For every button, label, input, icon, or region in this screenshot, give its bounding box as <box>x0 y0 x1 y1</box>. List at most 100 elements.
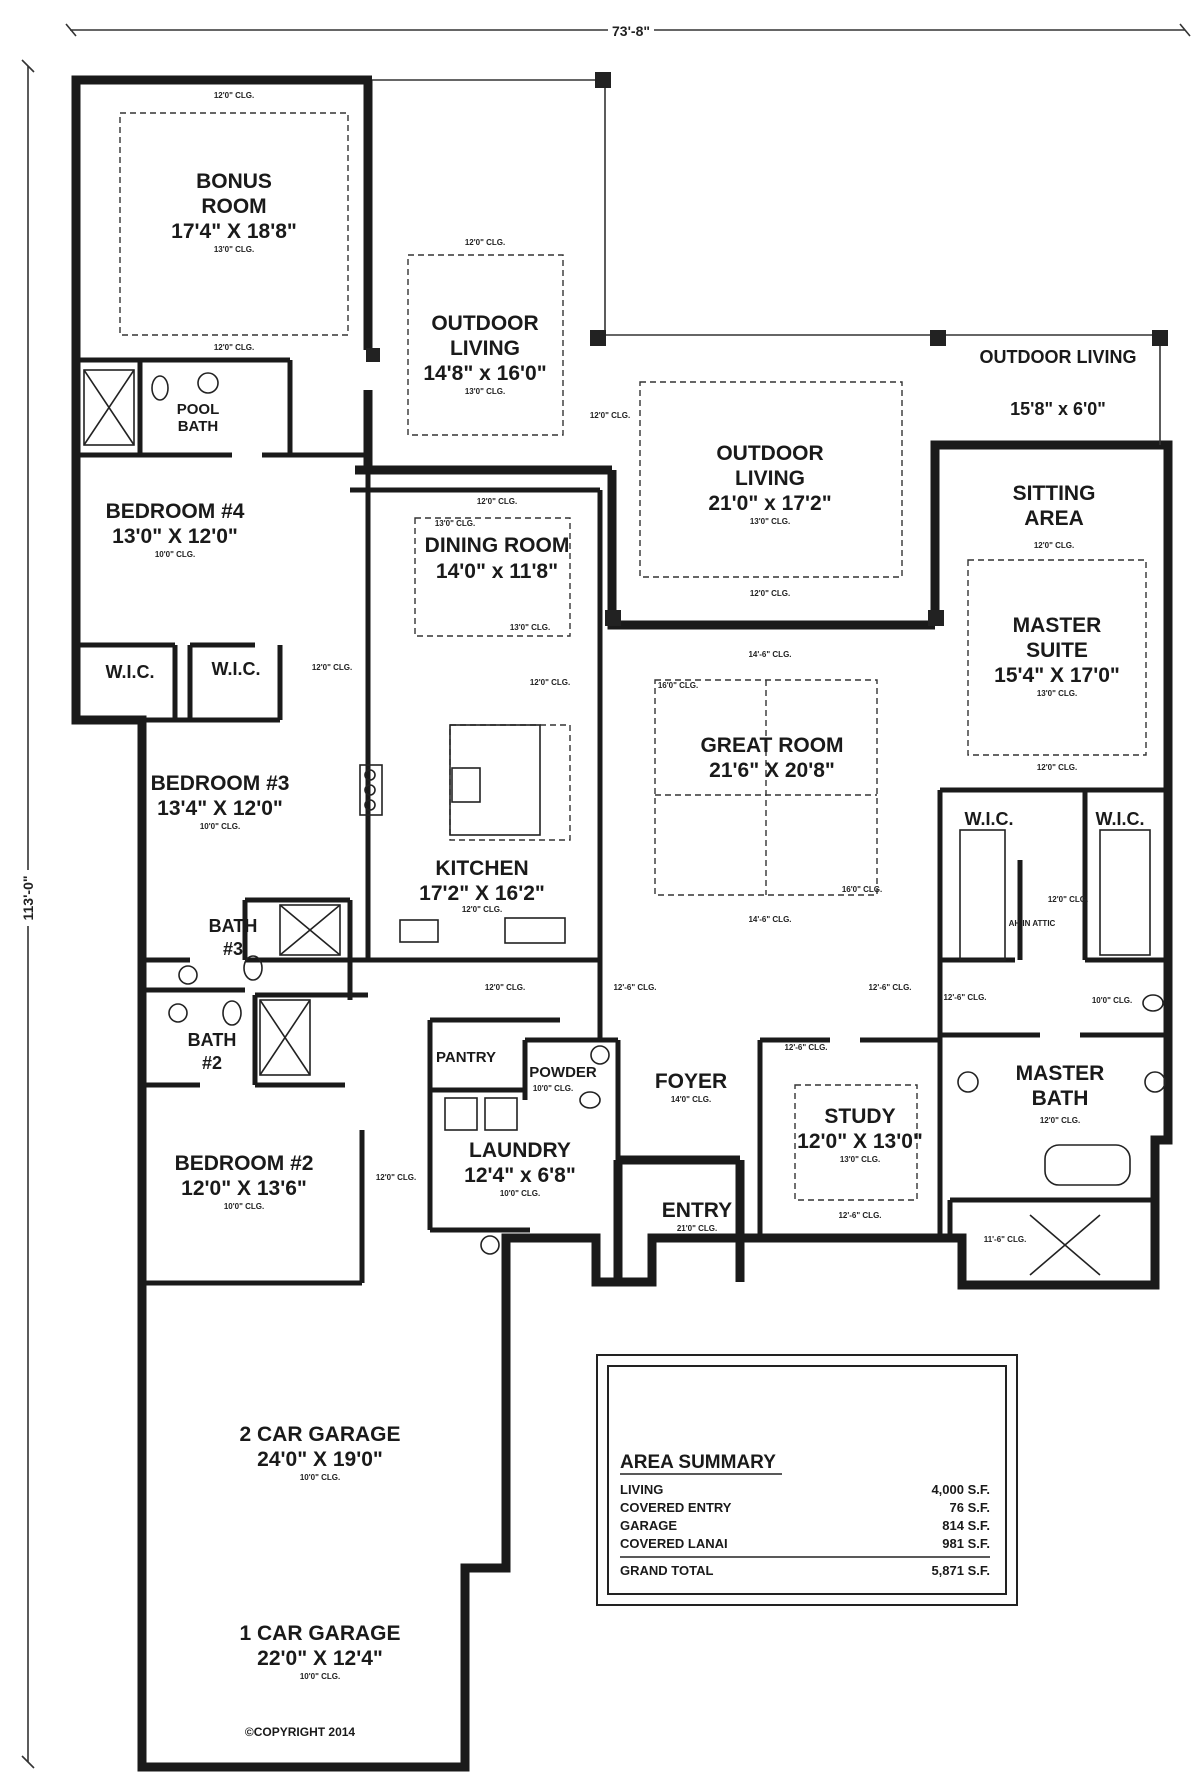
kitchen-top-clg: 12'0" CLG. <box>530 678 570 687</box>
dimension-lines: 73'-8" 113'-0" <box>16 20 1191 1769</box>
outdoor-living-2-label-2: LIVING <box>735 467 805 490</box>
hall-clg: 12'0" CLG. <box>312 663 352 672</box>
bath-3-label-2: #3 <box>223 939 243 959</box>
master-suite-label-2: SUITE <box>1026 639 1088 662</box>
garage-1-size: 22'0" X 12'4" <box>257 1647 383 1670</box>
foyer-label: FOYER <box>655 1070 727 1093</box>
study-label: STUDY <box>824 1105 895 1128</box>
ah-in-attic-label: AH IN ATTIC <box>1009 919 1056 928</box>
bedroom-3-size: 13'4" X 12'0" <box>157 797 283 820</box>
bedroom-3-clg: 10'0" CLG. <box>200 822 240 831</box>
garage-1-clg: 10'0" CLG. <box>300 1672 340 1681</box>
master-suite-size: 15'4" X 17'0" <box>994 664 1120 687</box>
pool-bath-label-2: BATH <box>178 418 219 435</box>
wic-bed4-label: W.I.C. <box>106 662 155 682</box>
laundry-label: LAUNDRY <box>469 1139 571 1162</box>
master-bath-clg: 12'0" CLG. <box>1040 1116 1080 1125</box>
copyright-label: ©COPYRIGHT 2014 <box>245 1725 356 1739</box>
study-entry-clg: 12'-6" CLG. <box>784 1043 827 1052</box>
master-wc-clg: 10'0" CLG. <box>1092 996 1132 1005</box>
entry-clg: 21'0" CLG. <box>677 1224 717 1233</box>
master-suite-label: MASTER <box>1013 614 1102 637</box>
outdoor-living-outline <box>366 72 1168 626</box>
garage-2-size: 24'0" X 19'0" <box>257 1448 383 1471</box>
dining-top-clg: 12'0" CLG. <box>477 497 517 506</box>
bedroom-4-size: 13'0" X 12'0" <box>112 525 238 548</box>
sitting-area-label-2: AREA <box>1024 507 1084 530</box>
pantry-label: PANTRY <box>436 1049 496 1066</box>
bedroom-4-clg: 10'0" CLG. <box>155 550 195 559</box>
bonus-top-clg: 12'0" CLG. <box>214 91 254 100</box>
back-hall-clg: 12'0" CLG. <box>485 983 525 992</box>
study-size: 12'0" X 13'0" <box>797 1130 923 1153</box>
outdoor-living-2-bottom-clg: 12'0" CLG. <box>750 589 790 598</box>
study-clg: 13'0" CLG. <box>840 1155 880 1164</box>
area-row-label: COVERED LANAI <box>620 1536 728 1551</box>
gallery-right-clg: 12'-6" CLG. <box>868 983 911 992</box>
outdoor-living-1-top-clg: 12'0" CLG. <box>465 238 505 247</box>
master-bath-label: MASTER <box>1016 1062 1105 1085</box>
area-row-value: 76 S.F. <box>950 1500 990 1515</box>
laundry-size: 12'4" x 6'8" <box>464 1164 576 1187</box>
garage-2-label: 2 CAR GARAGE <box>239 1423 400 1446</box>
foyer-clg: 14'0" CLG. <box>671 1095 711 1104</box>
wic-master-left-label: W.I.C. <box>965 809 1014 829</box>
bath-2-label-2: #2 <box>202 1053 222 1073</box>
bonus-room-size: 17'4" X 18'8" <box>171 220 297 243</box>
study-bottom-clg: 12'-6" CLG. <box>838 1211 881 1220</box>
bath-3-label: BATH <box>209 916 258 936</box>
sitting-area-label: SITTING <box>1013 482 1096 505</box>
bath-2-label: BATH <box>188 1030 237 1050</box>
outdoor-living-2-label: OUTDOOR <box>716 442 823 465</box>
great-room-label: GREAT ROOM <box>700 734 843 757</box>
area-summary-title: AREA SUMMARY <box>620 1452 776 1473</box>
kitchen-clg: 12'0" CLG. <box>462 905 502 914</box>
fixtures <box>83 369 1166 1276</box>
outdoor-living-3-label: OUTDOOR LIVING <box>980 347 1137 367</box>
overall-depth-dimension: 113'-0" <box>20 875 36 920</box>
kitchen-size: 17'2" X 16'2" <box>419 882 545 905</box>
area-row-value: 4,000 S.F. <box>931 1482 990 1497</box>
outdoor-living-1-label-2: LIVING <box>450 337 520 360</box>
dining-room-clg: 13'0" CLG. <box>435 519 475 528</box>
dining-bottom-clg: 13'0" CLG. <box>510 623 550 632</box>
garage-1-label: 1 CAR GARAGE <box>239 1622 400 1645</box>
kitchen-label: KITCHEN <box>435 857 528 880</box>
area-total-value: 5,871 S.F. <box>931 1563 990 1578</box>
area-total-label: GRAND TOTAL <box>620 1563 713 1578</box>
dining-room-size: 14'0" x 11'8" <box>436 560 558 583</box>
outdoor-living-2-size: 21'0" x 17'2" <box>708 492 831 515</box>
master-suite-bottom-clg: 12'0" CLG. <box>1037 763 1077 772</box>
master-hall-clg: 12'0" CLG. <box>1048 895 1088 904</box>
bedroom-4-label: BEDROOM #4 <box>106 500 245 523</box>
great-room-clg: 16'0" CLG. <box>842 885 882 894</box>
sitting-area-clg: 12'0" CLG. <box>1034 541 1074 550</box>
garage-2-clg: 10'0" CLG. <box>300 1473 340 1482</box>
wic-master-right-label: W.I.C. <box>1096 809 1145 829</box>
dining-room-label: DINING ROOM <box>425 534 570 557</box>
area-row-label: LIVING <box>620 1482 663 1497</box>
garage-hall-clg: 12'0" CLG. <box>376 1173 416 1182</box>
exterior-walls <box>71 75 1173 1772</box>
great-room-tray-clg: 16'0" CLG. <box>658 681 698 690</box>
gallery-left-clg: 12'-6" CLG. <box>613 983 656 992</box>
outdoor-living-1-size: 14'8" x 16'0" <box>423 362 546 385</box>
bonus-room-label: BONUS <box>196 170 272 193</box>
bonus-room-clg: 13'0" CLG. <box>214 245 254 254</box>
powder-clg: 10'0" CLG. <box>533 1084 573 1093</box>
pool-bath-label: POOL <box>177 401 220 418</box>
outdoor-living-2-clg: 13'0" CLG. <box>750 517 790 526</box>
bedroom-3-label: BEDROOM #3 <box>151 772 290 795</box>
area-row-value: 814 S.F. <box>942 1518 990 1533</box>
wic-bed3-label: W.I.C. <box>212 659 261 679</box>
bonus-room-label-2: ROOM <box>201 195 266 218</box>
bedroom-2-label: BEDROOM #2 <box>175 1152 314 1175</box>
ceiling-trays <box>119 112 1147 1201</box>
laundry-clg: 10'0" CLG. <box>500 1189 540 1198</box>
master-suite-clg: 13'0" CLG. <box>1037 689 1077 698</box>
area-summary: AREA SUMMARY LIVING 4,000 S.F. COVERED E… <box>596 1354 1018 1606</box>
entry-label: ENTRY <box>662 1199 732 1222</box>
bedroom-2-size: 12'0" X 13'6" <box>181 1177 307 1200</box>
bonus-bottom-clg: 12'0" CLG. <box>214 343 254 352</box>
great-room-top-clg: 14'-6" CLG. <box>748 650 791 659</box>
